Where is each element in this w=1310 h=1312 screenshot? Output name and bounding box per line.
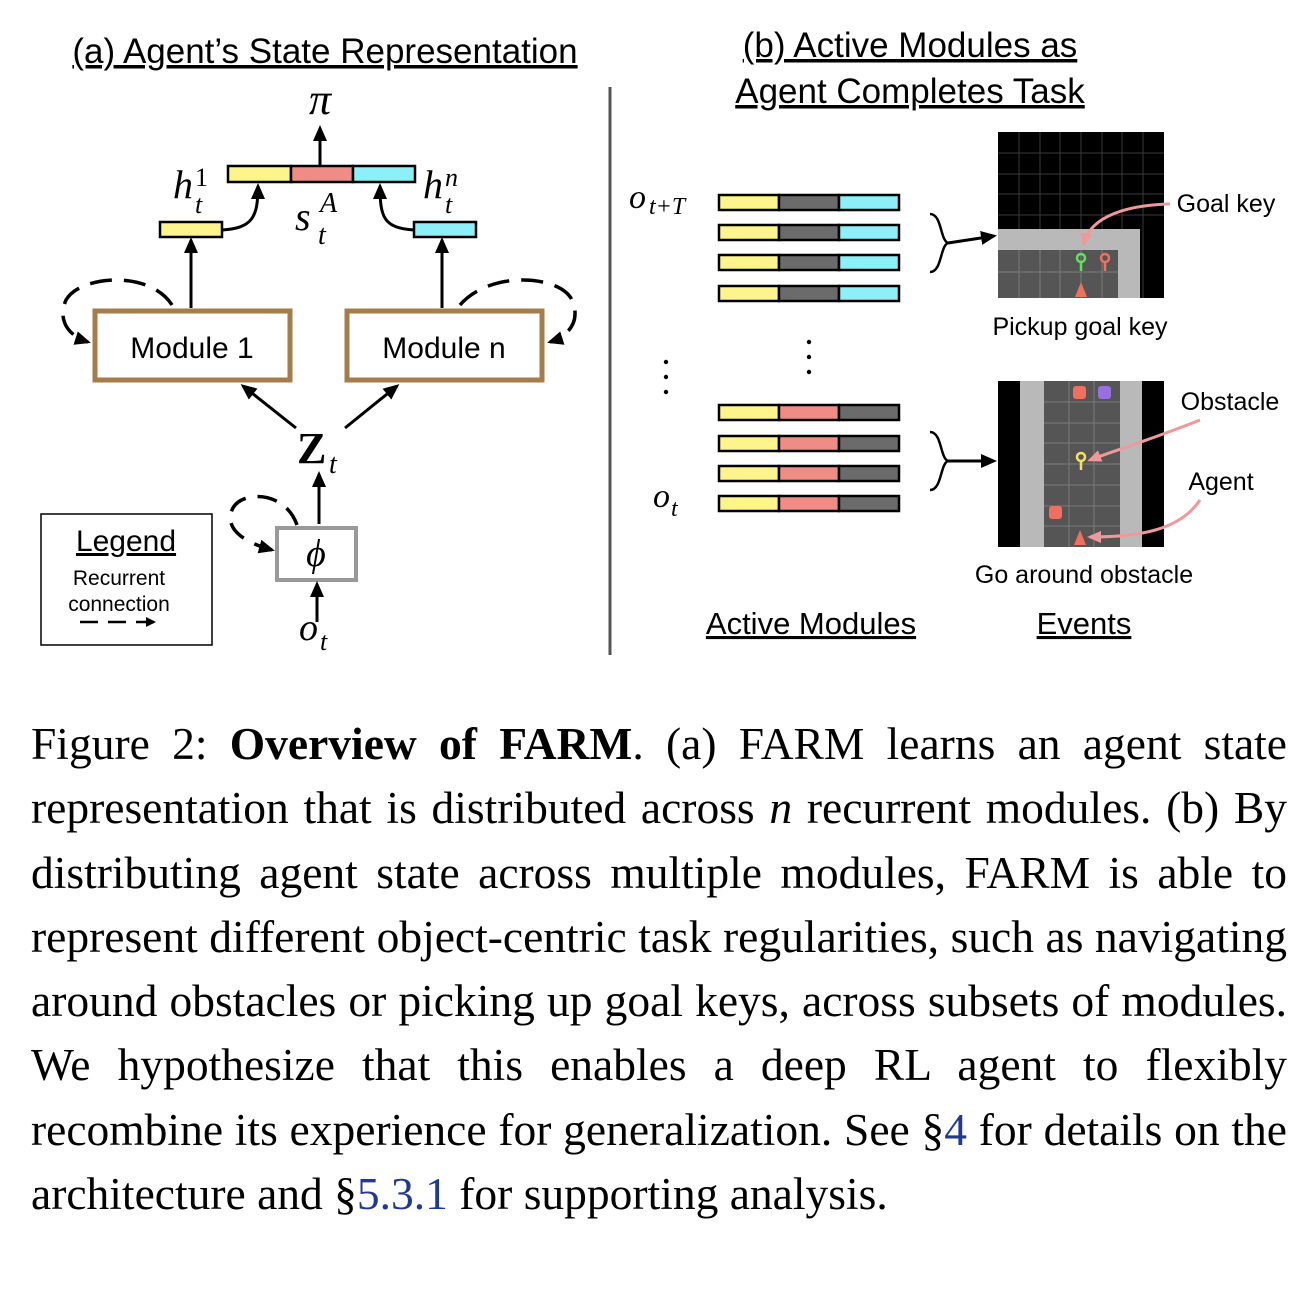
obstacle-label: Obstacle bbox=[1181, 388, 1280, 416]
brace-top bbox=[929, 212, 952, 274]
figure-diagram: (a) Agent’s State Representation π s A t… bbox=[40, 26, 1280, 656]
h1-bar bbox=[158, 220, 224, 239]
active-modules-label: Active Modules bbox=[706, 606, 916, 641]
caption-text-1: . (a) FARM learns an agent state represe… bbox=[31, 718, 1287, 834]
legend-line-1: Recurrent bbox=[73, 567, 165, 590]
panel-b-title-line-2: Agent Completes Task bbox=[735, 72, 1085, 111]
h1-sup: 1 bbox=[195, 163, 208, 192]
caption-text-3: for details on the architecture and § bbox=[31, 1103, 1287, 1220]
panel-a-title: (a) Agent’s State Representation bbox=[72, 32, 577, 71]
event-image-obstacle bbox=[998, 381, 1164, 547]
top-active-modules-bars bbox=[717, 193, 901, 303]
pi-label: π bbox=[309, 75, 333, 124]
hn-label: h bbox=[423, 162, 443, 207]
active-bar-top-4 bbox=[717, 284, 901, 303]
caption-text-4: for supporting analysis. bbox=[447, 1168, 888, 1220]
red-ball-icon bbox=[1073, 386, 1086, 399]
o-top-label: o bbox=[629, 179, 646, 216]
green-key-icon bbox=[1075, 252, 1087, 271]
hn-bar bbox=[412, 220, 478, 239]
active-bar-top-3 bbox=[717, 253, 901, 272]
active-bar-bottom-1 bbox=[717, 403, 901, 422]
hn-sup: n bbox=[445, 163, 458, 192]
panel-b-title-line-1: (b) Active Modules as bbox=[743, 26, 1078, 65]
h1-sub: t bbox=[195, 190, 203, 219]
legend-line-2: connection bbox=[68, 593, 170, 616]
legend-box bbox=[40, 513, 213, 646]
recurrent-loop-module-1 bbox=[61, 278, 174, 345]
o-bottom-sub: t bbox=[671, 496, 679, 522]
arrow-top-to-event bbox=[947, 231, 997, 245]
module-1-box bbox=[92, 308, 293, 383]
o-bottom-label: o bbox=[653, 478, 670, 515]
s-label: s bbox=[295, 194, 311, 239]
ellipsis-dots bbox=[663, 339, 812, 395]
obstacle-ball-icon bbox=[1049, 506, 1062, 519]
agent-pointer bbox=[1087, 499, 1202, 543]
purple-ball-icon bbox=[1098, 386, 1111, 399]
o-label: o bbox=[299, 607, 318, 649]
agent-triangle-icon bbox=[1075, 282, 1087, 297]
obstacle-pointer bbox=[1087, 418, 1201, 462]
s-sub: t bbox=[318, 220, 327, 251]
active-bar-bottom-4 bbox=[717, 494, 901, 513]
agent-triangle-icon bbox=[1074, 530, 1086, 545]
active-bar-top-1 bbox=[717, 193, 901, 212]
goal-key-pointer bbox=[1080, 202, 1171, 247]
section-ref-4[interactable]: 4 bbox=[944, 1103, 967, 1155]
yellow-key-icon bbox=[1075, 451, 1087, 470]
module-n-label: Module n bbox=[382, 332, 505, 365]
caption-prefix: Figure 2: bbox=[31, 718, 230, 769]
events-label: Events bbox=[1037, 606, 1132, 641]
caption-n: n bbox=[769, 782, 793, 834]
recurrent-loop-phi bbox=[228, 494, 299, 554]
caption-bold-title: Overview of FARM bbox=[229, 718, 633, 769]
arrow-h1-to-state bbox=[221, 183, 265, 232]
state-bar bbox=[226, 164, 417, 184]
o-sub: t bbox=[320, 627, 328, 656]
s-sup: A bbox=[318, 188, 338, 219]
z-label: Z bbox=[297, 424, 326, 473]
caption-text-2: recurrent modules. (b) By distributing a… bbox=[31, 782, 1287, 1155]
o-top-sub: t+T bbox=[649, 194, 687, 220]
arrow-z-to-module-n bbox=[344, 384, 400, 430]
red-key-icon bbox=[1099, 252, 1111, 271]
active-bar-bottom-3 bbox=[717, 464, 901, 483]
recurrent-loop-module-n bbox=[458, 278, 577, 345]
figure-caption: Figure 2: Overview of FARM. (a) FARM lea… bbox=[31, 712, 1287, 1226]
h1-label: h bbox=[173, 162, 193, 207]
event-image-goal-key bbox=[998, 132, 1164, 298]
phi-label: ϕ bbox=[306, 533, 326, 575]
active-bar-bottom-2 bbox=[717, 434, 901, 453]
agent-label: Agent bbox=[1188, 468, 1253, 496]
go-around-label: Go around obstacle bbox=[975, 561, 1193, 589]
brace-bottom bbox=[929, 430, 952, 492]
arrow-hn-to-state bbox=[373, 183, 415, 232]
hn-sub: t bbox=[445, 190, 453, 219]
section-ref-5-3-1[interactable]: 5.3.1 bbox=[356, 1168, 448, 1220]
module-n-box bbox=[344, 308, 545, 383]
arrow-z-to-module-1 bbox=[240, 384, 297, 430]
module-1-label: Module 1 bbox=[130, 332, 253, 365]
active-bar-top-2 bbox=[717, 223, 901, 242]
bottom-active-modules-bars bbox=[717, 403, 901, 513]
goal-key-label: Goal key bbox=[1177, 190, 1276, 218]
z-sub: t bbox=[329, 449, 338, 480]
phi-box bbox=[275, 526, 358, 582]
pickup-goal-key-label: Pickup goal key bbox=[992, 313, 1168, 341]
legend-title: Legend bbox=[76, 525, 176, 558]
